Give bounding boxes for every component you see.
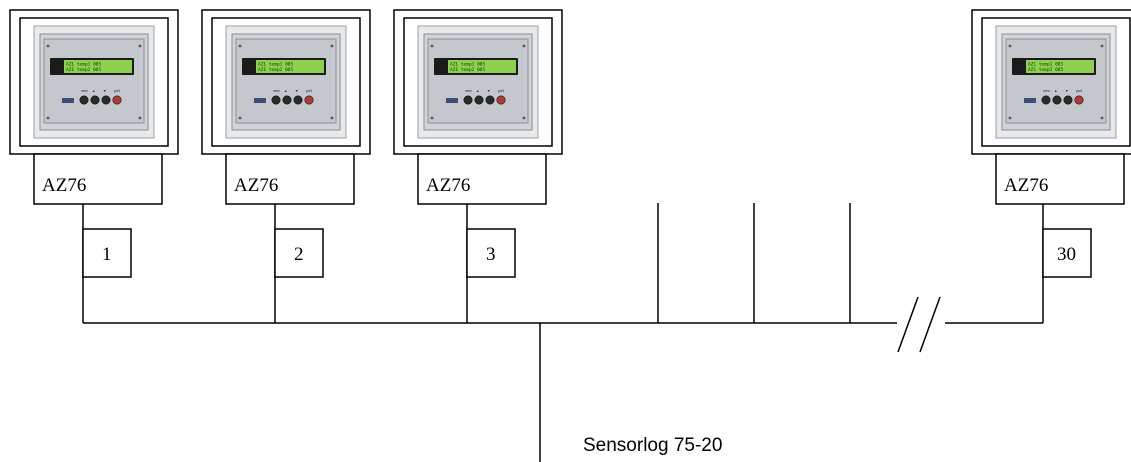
screw bbox=[46, 44, 50, 48]
button-label: men bbox=[1043, 89, 1050, 93]
device-button bbox=[282, 95, 292, 105]
screw bbox=[430, 44, 434, 48]
logger-label: Sensorlog 75-20 bbox=[583, 435, 722, 456]
button-label: men bbox=[465, 89, 472, 93]
lcd-line: AZ1 temp1 085 bbox=[1028, 62, 1064, 68]
button-label: ▼ bbox=[487, 89, 490, 93]
device-button bbox=[90, 95, 100, 105]
screw bbox=[46, 116, 50, 120]
screw bbox=[238, 116, 242, 120]
button-label: ▼ bbox=[295, 89, 298, 93]
device-model-label: AZ76 bbox=[42, 175, 86, 196]
button-label: men bbox=[81, 89, 88, 93]
empty-bus-drops bbox=[657, 203, 851, 323]
address-box bbox=[82, 228, 132, 278]
device-model-label: AZ76 bbox=[426, 175, 470, 196]
device-button bbox=[1074, 95, 1084, 105]
address-label: 3 bbox=[486, 244, 496, 265]
lcd-line: AZ1 temp1 085 bbox=[66, 62, 102, 68]
address-label: 1 bbox=[102, 244, 112, 265]
device-button bbox=[304, 95, 314, 105]
button-label: pw1 bbox=[498, 89, 504, 93]
screw bbox=[330, 44, 334, 48]
device-button bbox=[474, 95, 484, 105]
logo-icon bbox=[446, 98, 458, 103]
button-label: ▼ bbox=[1065, 89, 1068, 93]
address-label: 2 bbox=[294, 244, 304, 265]
device-button bbox=[101, 95, 111, 105]
button-label: ▲ bbox=[476, 89, 479, 93]
button-label: men bbox=[273, 89, 280, 93]
button-label: ▲ bbox=[284, 89, 287, 93]
screw bbox=[138, 44, 142, 48]
device-button bbox=[79, 95, 89, 105]
device-button bbox=[271, 95, 281, 105]
logo-icon bbox=[254, 98, 266, 103]
screw bbox=[522, 44, 526, 48]
screw bbox=[430, 116, 434, 120]
address-label: 30 bbox=[1057, 244, 1076, 265]
button-label: pw1 bbox=[114, 89, 120, 93]
lcd-screen bbox=[64, 60, 132, 73]
address-box bbox=[274, 228, 324, 278]
device-button bbox=[1063, 95, 1073, 105]
device-button bbox=[293, 95, 303, 105]
screw bbox=[1100, 116, 1104, 120]
device-model-box bbox=[33, 153, 163, 205]
device-button bbox=[485, 95, 495, 105]
device-button bbox=[1052, 95, 1062, 105]
lcd-screen bbox=[1026, 60, 1094, 73]
button-label: pw1 bbox=[1076, 89, 1082, 93]
button-label: ▼ bbox=[103, 89, 106, 93]
device-button bbox=[463, 95, 473, 105]
screw bbox=[138, 116, 142, 120]
screw bbox=[238, 44, 242, 48]
screw bbox=[330, 116, 334, 120]
lcd-line: AZ1 temp1 085 bbox=[258, 62, 294, 68]
device-button bbox=[496, 95, 506, 105]
address-box bbox=[466, 228, 516, 278]
device-model-label: AZ76 bbox=[1004, 175, 1048, 196]
button-label: pw1 bbox=[306, 89, 312, 93]
bus-break-mark bbox=[897, 296, 941, 353]
screw bbox=[522, 116, 526, 120]
device-button bbox=[112, 95, 122, 105]
lcd-line: AZ1 temp2 085 bbox=[1028, 67, 1064, 73]
button-label: ▲ bbox=[1054, 89, 1057, 93]
device-model-box bbox=[995, 153, 1125, 205]
screw bbox=[1100, 44, 1104, 48]
device-model-box bbox=[225, 153, 355, 205]
button-label: ▲ bbox=[92, 89, 95, 93]
address-box bbox=[1042, 228, 1092, 278]
device-model-box bbox=[417, 153, 547, 205]
lcd-line: AZ1 temp2 085 bbox=[450, 67, 486, 73]
device-button bbox=[1041, 95, 1051, 105]
lcd-screen bbox=[256, 60, 324, 73]
lcd-line: AZ1 temp2 085 bbox=[258, 67, 294, 73]
device-model-label: AZ76 bbox=[234, 175, 278, 196]
lcd-screen bbox=[448, 60, 516, 73]
logo-icon bbox=[1024, 98, 1036, 103]
logo-icon bbox=[62, 98, 74, 103]
screw bbox=[1008, 116, 1012, 120]
screw bbox=[1008, 44, 1012, 48]
lcd-line: AZ1 temp1 085 bbox=[450, 62, 486, 68]
lcd-line: AZ1 temp2 085 bbox=[66, 67, 102, 73]
